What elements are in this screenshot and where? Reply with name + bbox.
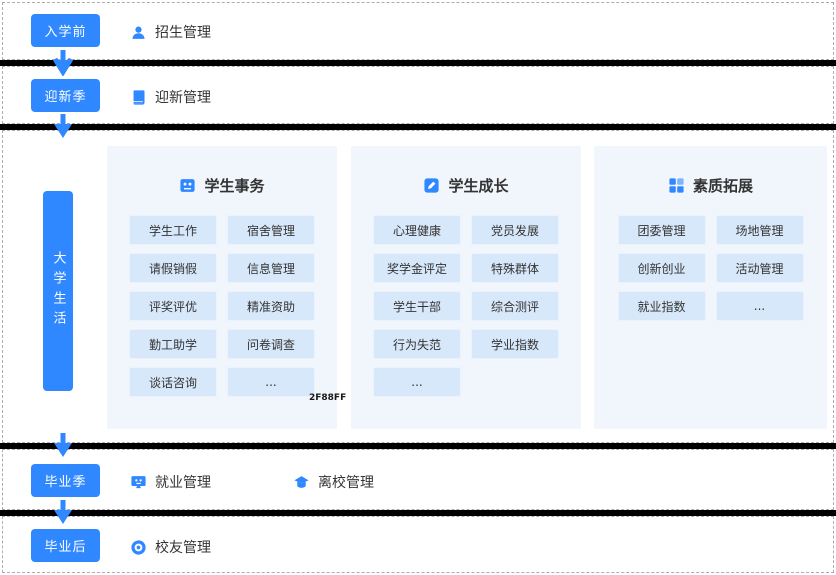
module-chip[interactable]: 勤工助学: [129, 329, 217, 359]
module-employment[interactable]: 就业管理: [130, 472, 211, 492]
module-leaving-school[interactable]: 离校管理: [293, 472, 374, 492]
stage-button-graduation-season[interactable]: 毕业季: [31, 464, 100, 497]
badge-icon: [130, 539, 147, 556]
module-chip[interactable]: 谈话咨询: [129, 367, 217, 397]
module-chip[interactable]: 学业指数: [471, 329, 559, 359]
module-chip[interactable]: 问卷调查: [227, 329, 315, 359]
module-label: 迎新管理: [155, 90, 211, 106]
module-label: 校友管理: [155, 540, 211, 556]
stage-welcome-season: 迎新季 迎新管理: [2, 66, 834, 124]
panel-items: 心理健康 党员发展 奖学金评定 特殊群体 学生干部 综合测评 行为失范 学业指数…: [373, 215, 559, 397]
module-chip[interactable]: 党员发展: [471, 215, 559, 245]
stage-divider: [0, 443, 836, 449]
panel-header: 学生事务: [107, 174, 337, 196]
module-chip[interactable]: 场地管理: [715, 215, 804, 245]
panel-title: 学生事务: [204, 176, 265, 195]
module-chip[interactable]: 评奖评优: [129, 291, 217, 321]
module-label: 招生管理: [155, 25, 211, 41]
stage-pre-enrollment: 入学前 招生管理: [2, 2, 834, 60]
module-chip[interactable]: 综合测评: [471, 291, 559, 321]
module-chip[interactable]: 请假销假: [129, 253, 217, 283]
module-chip-more[interactable]: ...: [715, 291, 804, 321]
stage-divider: [0, 124, 836, 130]
panel-items: 团委管理 场地管理 创新创业 活动管理 就业指数 ...: [616, 215, 805, 321]
panel-title: 素质拓展: [692, 176, 753, 195]
module-alumni[interactable]: 校友管理: [130, 537, 211, 557]
module-chip[interactable]: 团委管理: [617, 215, 706, 245]
module-chip[interactable]: 信息管理: [227, 253, 315, 283]
stage-post-graduation: 毕业后 校友管理: [2, 516, 834, 573]
module-label: 离校管理: [318, 475, 374, 491]
module-chip-more[interactable]: ...: [227, 367, 315, 397]
id-card-icon: [179, 177, 196, 194]
stage-button-campus-life[interactable]: 大学生活: [43, 191, 73, 391]
panel-quality-development: 素质拓展 团委管理 场地管理 创新创业 活动管理 就业指数 ...: [594, 146, 827, 429]
flow-arrow-down-icon: [54, 500, 72, 524]
module-chip[interactable]: 行为失范: [373, 329, 461, 359]
module-chip[interactable]: 精准资助: [227, 291, 315, 321]
stage-button-welcome-season[interactable]: 迎新季: [31, 79, 100, 112]
book-icon: [130, 89, 147, 106]
pen-icon: [423, 177, 440, 194]
module-admissions[interactable]: 招生管理: [130, 22, 211, 42]
module-chip[interactable]: 宿舍管理: [227, 215, 315, 245]
panel-items: 学生工作 宿舍管理 请假销假 信息管理 评奖评优 精准资助 勤工助学 问卷调查 …: [129, 215, 315, 397]
stray-color-code-text: 2F88FF: [309, 393, 347, 403]
module-chip[interactable]: 心理健康: [373, 215, 461, 245]
module-label: 就业管理: [155, 475, 211, 491]
flow-arrow-down-icon: [54, 114, 72, 138]
campus-life-label: 大学生活: [50, 251, 66, 331]
panel-header: 素质拓展: [594, 174, 827, 196]
stage-button-pre-enrollment[interactable]: 入学前: [31, 14, 100, 47]
module-welcome[interactable]: 迎新管理: [130, 87, 211, 107]
grid-icon: [668, 177, 685, 194]
stage-button-post-graduation[interactable]: 毕业后: [31, 529, 100, 562]
person-icon: [130, 24, 147, 41]
stage-divider: [0, 510, 836, 516]
module-chip[interactable]: 学生干部: [373, 291, 461, 321]
panel-title: 学生成长: [448, 176, 509, 195]
panel-student-growth: 学生成长 心理健康 党员发展 奖学金评定 特殊群体 学生干部 综合测评 行为失范…: [351, 146, 581, 429]
module-chip-more[interactable]: ...: [373, 367, 461, 397]
module-chip[interactable]: 活动管理: [715, 253, 804, 283]
module-chip[interactable]: 特殊群体: [471, 253, 559, 283]
module-chip[interactable]: 奖学金评定: [373, 253, 461, 283]
monitor-icon: [130, 474, 147, 491]
module-chip[interactable]: 创新创业: [617, 253, 706, 283]
flow-arrow-down-icon: [52, 50, 74, 76]
module-chip[interactable]: 就业指数: [617, 291, 706, 321]
graduation-cap-icon: [293, 474, 310, 491]
panel-header: 学生成长: [351, 174, 581, 196]
panel-student-affairs: 学生事务 学生工作 宿舍管理 请假销假 信息管理 评奖评优 精准资助 勤工助学 …: [107, 146, 337, 429]
stage-graduation-season: 毕业季 就业管理 离校管理: [2, 449, 834, 510]
module-chip[interactable]: 学生工作: [129, 215, 217, 245]
flow-arrow-down-icon: [54, 433, 72, 457]
stage-campus-life: 大学生活 学生事务 学生工作 宿舍管理 请假销假 信息管理 评奖评优 精准资助 …: [2, 130, 834, 443]
stage-divider: [0, 60, 836, 66]
